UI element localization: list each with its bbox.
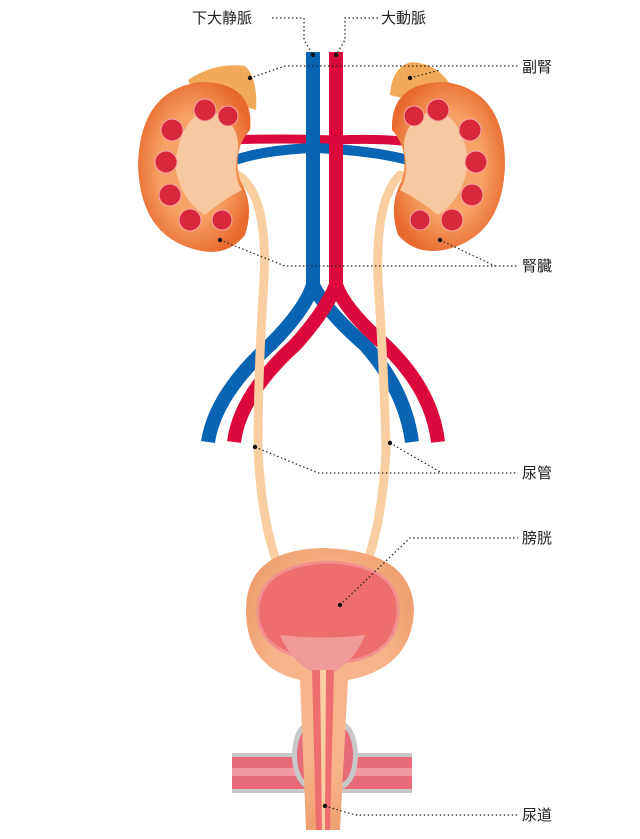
leader-lines [219, 17, 518, 816]
label-bladder: 膀胱 [522, 529, 553, 547]
label-kidney: 腎臓 [522, 257, 553, 275]
right-adrenal-gland [390, 62, 452, 100]
left-kidney [138, 82, 251, 252]
bladder [246, 548, 414, 830]
label-aorta: 大動脈 [381, 9, 427, 27]
leader-dots [217, 52, 443, 809]
label-inferior-vena-cava: 下大静脈 [192, 9, 253, 27]
right-kidney [391, 82, 505, 252]
label-adrenal-gland: 副腎 [522, 58, 553, 76]
label-ureter: 尿管 [522, 464, 553, 482]
label-urethra: 尿道 [522, 806, 553, 824]
ureters [233, 170, 405, 580]
